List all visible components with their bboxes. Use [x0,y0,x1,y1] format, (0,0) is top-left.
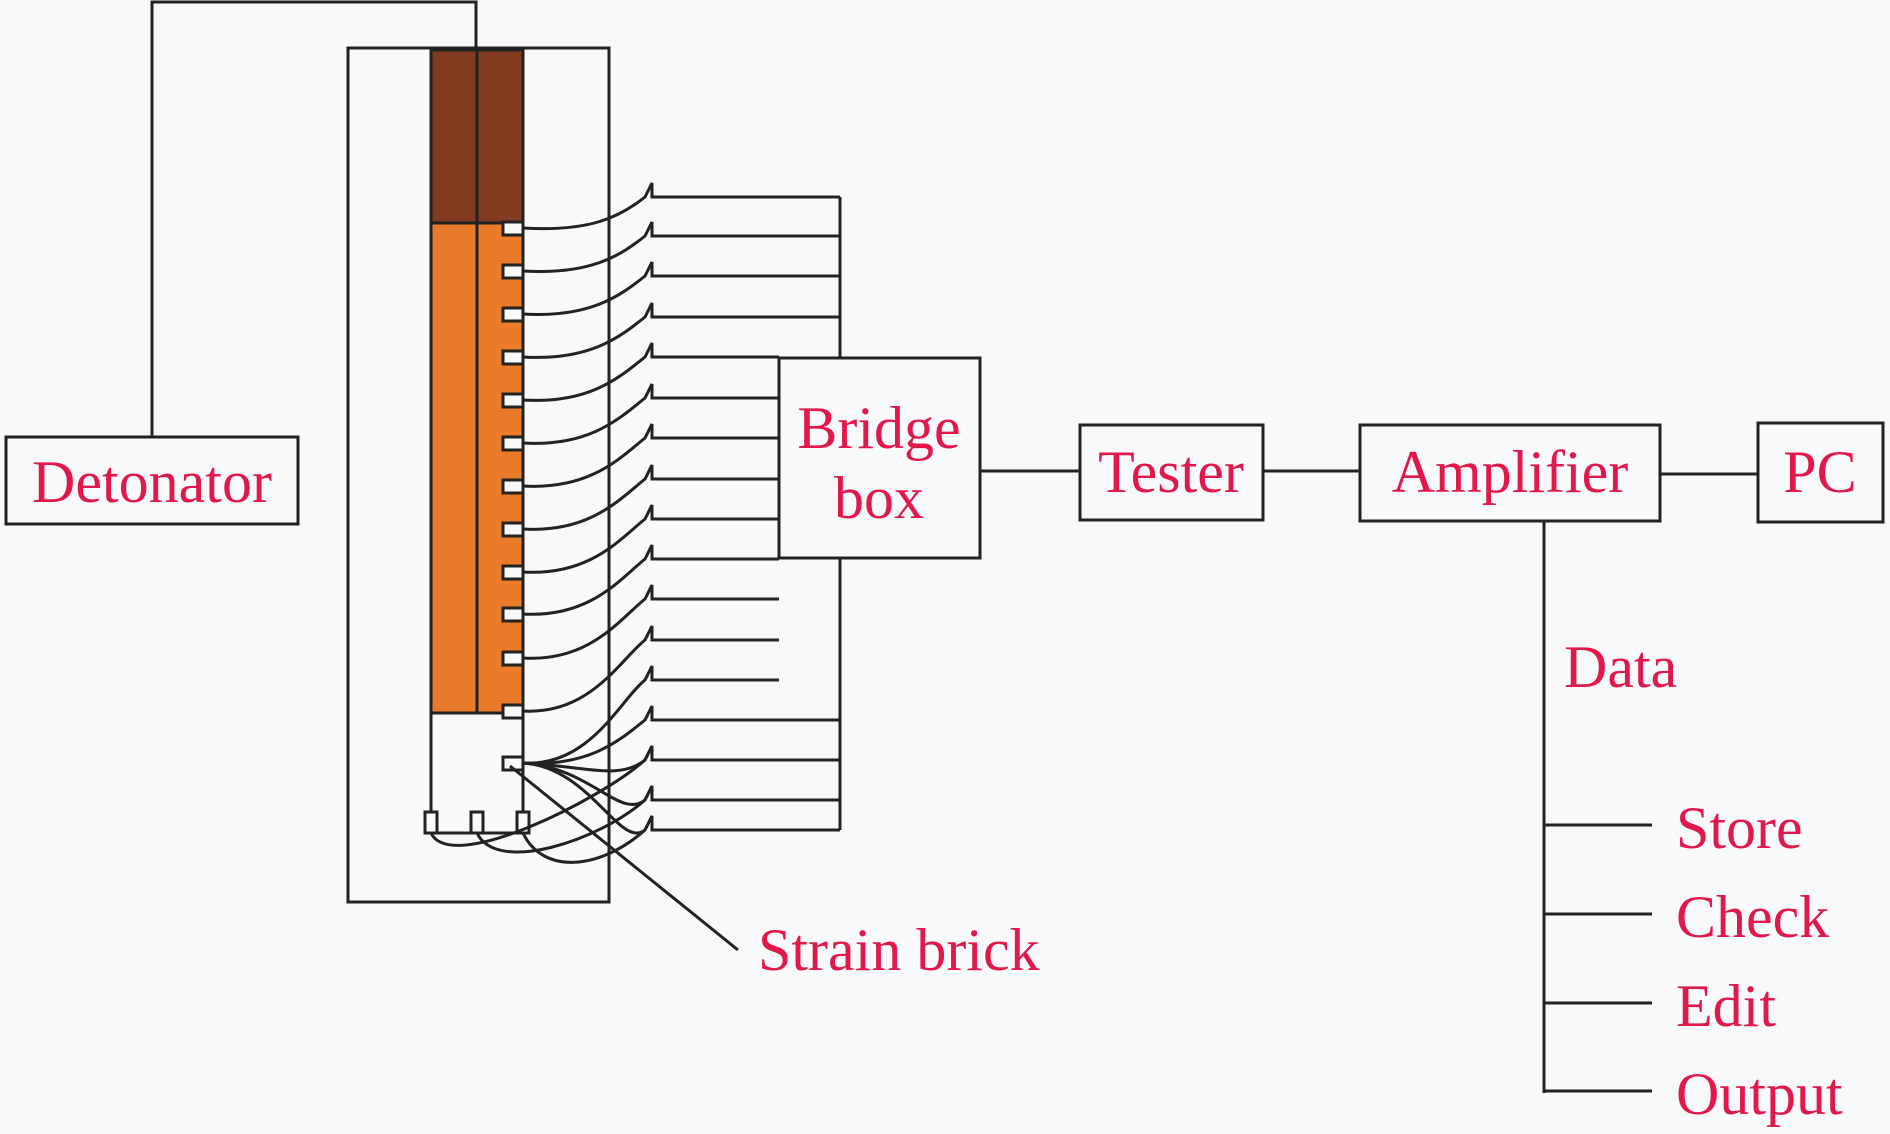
lead-wire [522,504,779,574]
tester-box [1078,423,1265,522]
lead-wire [522,464,779,531]
lead-wire [522,625,779,713]
side-gauge [501,703,525,720]
lead-wire [522,544,779,616]
lead-wire [522,383,779,445]
edit-label: Edit [1676,973,1776,1039]
strain-gauges [423,220,531,835]
side-gauge [501,392,525,409]
bridge-box-label-line2: box [834,465,924,531]
store-label: Store [1676,795,1803,861]
tester-label: Tester [1098,439,1244,505]
base-lead-wire [475,785,840,854]
side-gauge [501,478,525,495]
output-label: Output [1676,1061,1843,1127]
amplifier-box [1358,423,1662,523]
side-gauge [501,650,525,667]
lead-wire [522,423,779,488]
lead-wire [522,342,779,402]
side-gauge [501,306,525,323]
lead-wire [522,302,840,359]
lead-wire [522,221,840,274]
strain-brick-pointer [509,764,739,952]
pc-label: PC [1783,439,1856,505]
side-gauge [501,606,525,623]
lead-wire [522,584,779,660]
side-gauge [501,521,525,538]
lead-wire [522,665,779,765]
lead-wire [522,261,840,316]
side-gauge [501,564,525,581]
side-gauge [501,435,525,452]
charge-dark-left [429,48,479,225]
data-label: Data [1564,634,1677,700]
strain-brick-label: Strain brick [758,917,1040,983]
charge-dark-right [475,48,525,225]
side-gauge [501,349,525,366]
side-gauge [501,220,525,237]
base-gauge [469,810,485,835]
check-label: Check [1676,884,1829,950]
detonator-wire [150,0,478,437]
pc-box [1756,421,1885,524]
lead-wire [522,705,840,765]
base-lead-wire [521,815,840,864]
detonator-box [4,435,300,526]
lead-wire [522,182,840,231]
bridge-box [777,356,982,560]
detonator-label: Detonator [32,449,272,515]
base-lead-wire [429,745,840,847]
bridge-box-label-line1: Bridge [797,395,960,461]
charge-orange-right [475,221,525,715]
charge-orange-left [429,221,479,715]
amplifier-label: Amplifier [1392,439,1629,505]
lead-wires [429,182,840,864]
base-gauge [423,810,439,835]
side-gauge [501,263,525,280]
